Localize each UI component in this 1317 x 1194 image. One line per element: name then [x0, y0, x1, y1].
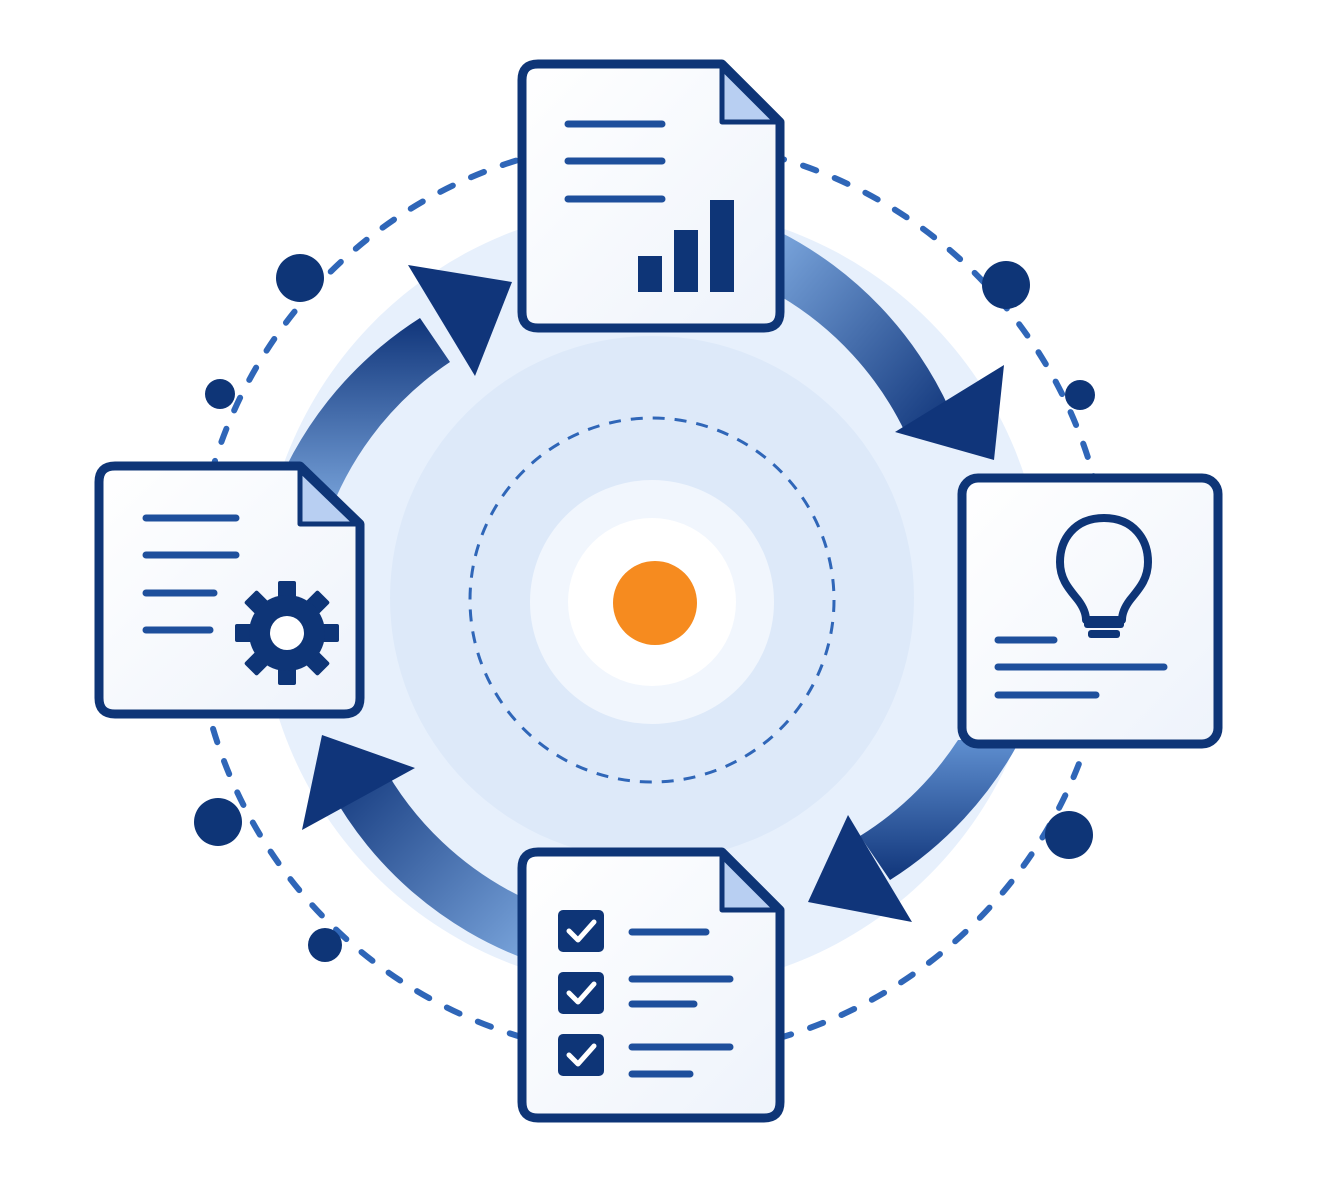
- checkbox-checked-icon: [558, 972, 604, 1014]
- idea-card: [957, 473, 1223, 749]
- page-fold-icon: [719, 65, 779, 125]
- center-dot-icon: [613, 561, 697, 645]
- gear-icon: [235, 581, 339, 685]
- bar-chart-icon: [638, 200, 734, 292]
- center-inner-dashed-ring: [468, 416, 836, 784]
- lightbulb-icon: [1056, 514, 1152, 638]
- checklist-item: [558, 910, 710, 952]
- orbit-dot: [1065, 380, 1095, 410]
- page-fold-icon: [297, 467, 359, 527]
- orbit-dot: [205, 379, 235, 409]
- report-document: [517, 59, 785, 333]
- settings-document: [94, 461, 365, 719]
- checkbox-checked-icon: [558, 1034, 604, 1076]
- checklist-document: [517, 847, 785, 1123]
- text-lines: [142, 514, 240, 634]
- text-lines: [994, 636, 1168, 699]
- arrow-report-to-idea: [780, 232, 1004, 460]
- checklist-item: [558, 972, 734, 1014]
- orbit-dot: [308, 928, 342, 962]
- orbit-dot: [1045, 811, 1093, 859]
- checkbox-checked-icon: [558, 910, 604, 952]
- checklist-item: [558, 1034, 734, 1078]
- arrow-checklist-to-settings: [302, 735, 528, 960]
- page-fold-icon: [719, 853, 779, 913]
- orbit-dot: [194, 798, 242, 846]
- text-lines: [564, 120, 666, 203]
- arrow-idea-to-checklist: [808, 740, 1020, 922]
- orbit-dot: [276, 254, 324, 302]
- orbit-dots: [194, 254, 1095, 962]
- arrow-settings-to-report: [268, 265, 512, 512]
- orbit-dot: [982, 261, 1030, 309]
